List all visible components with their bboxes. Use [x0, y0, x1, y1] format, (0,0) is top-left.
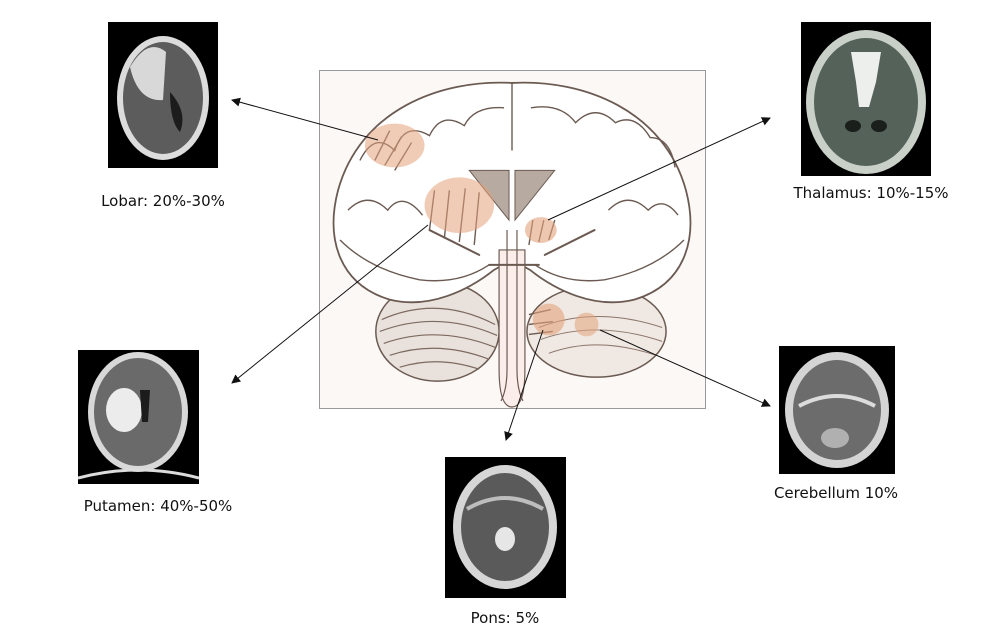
- lobar-label: Lobar: 20%-30%: [101, 192, 225, 210]
- cerebellum-label: Cerebellum 10%: [773, 484, 899, 502]
- putamen-label: Putamen: 40%-50%: [83, 497, 233, 515]
- hemorrhage-sites: [364, 123, 599, 337]
- coronal-brain-illustration: [319, 70, 706, 409]
- pons-hemorrhage: [532, 303, 565, 336]
- cerebellum-ct-scan: [779, 346, 895, 474]
- thalamus-label: Thalamus: 10%-15%: [793, 184, 949, 202]
- lobar-ct-scan: [108, 22, 218, 168]
- putamen-ct-scan: [78, 350, 199, 484]
- lobar-hemorrhage: [364, 123, 425, 168]
- putamen-hemorrhage: [424, 177, 495, 234]
- pons-label: Pons: 5%: [470, 609, 540, 627]
- pons-ct-scan: [445, 457, 566, 598]
- thalamus-hemorrhage: [524, 217, 557, 243]
- thalamus-ct-scan: [801, 22, 931, 176]
- cerebellum-hemorrhage: [574, 312, 599, 337]
- brain-drawing: [320, 71, 705, 408]
